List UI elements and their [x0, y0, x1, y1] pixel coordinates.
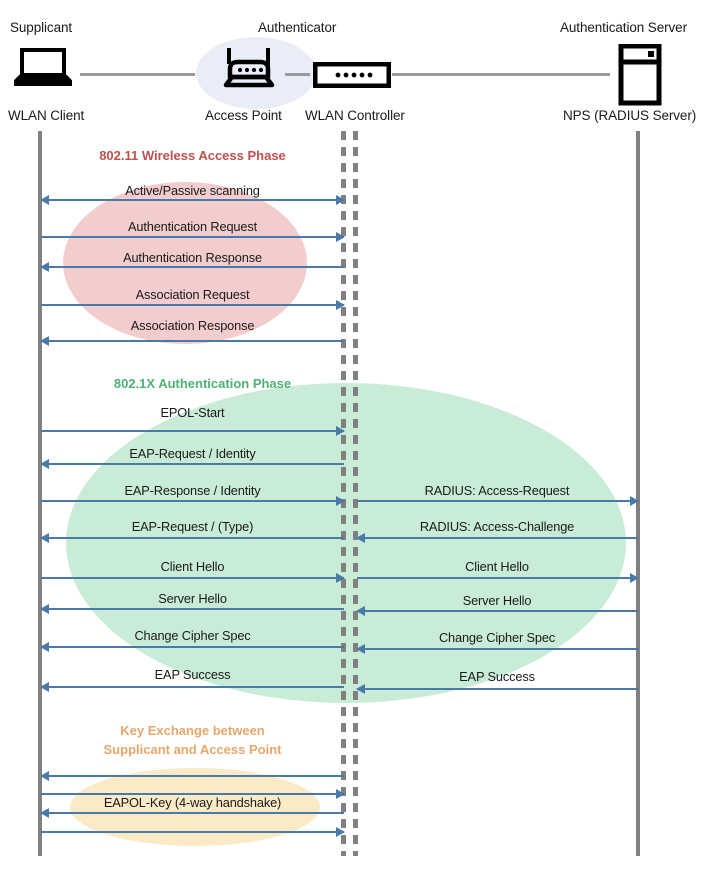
message-arrow: [356, 605, 638, 616]
message-label: Active/Passive scanning: [125, 183, 260, 198]
message-arrow: [41, 788, 345, 799]
actor-device-wlan-client: WLAN Client: [8, 108, 85, 123]
message-arrow: [40, 770, 344, 781]
phase-title-dot1x: 802.1X Authentication Phase: [113, 376, 292, 391]
message-arrow: [356, 683, 638, 694]
message-arrow: [40, 603, 344, 614]
message-label: Client Hello: [465, 559, 529, 574]
actor-device-wlan-controller: WLAN Controller: [305, 108, 405, 123]
message-arrow: [40, 335, 344, 346]
message-label: EAP Success: [154, 667, 231, 682]
message-label: Change Cipher Spec: [438, 630, 556, 645]
message-label: EAPOL-Key (4-way handshake): [103, 795, 282, 810]
message-arrow: [357, 495, 639, 506]
message-arrow: [41, 826, 345, 837]
message-arrow: [40, 807, 344, 818]
actor-role-supplicant: Supplicant: [10, 20, 73, 35]
message-arrow: [40, 681, 344, 692]
message-arrow: [357, 572, 639, 583]
message-arrow: [40, 261, 344, 272]
message-arrow: [41, 299, 345, 310]
phase-title-key-line1: Key Exchange between: [120, 723, 265, 738]
message-label: Client Hello: [160, 559, 225, 574]
message-arrow: [41, 572, 345, 583]
actor-role-authenticator: Authenticator: [258, 20, 337, 35]
message-arrow: [40, 532, 344, 543]
phase-ellipse-dot1x: [66, 383, 626, 703]
message-label: Server Hello: [158, 591, 227, 606]
wlan-controller-icon: [313, 62, 391, 88]
link-ap-to-controller: [285, 73, 310, 76]
lifeline-wlan-controller: [353, 131, 358, 856]
server-icon: [618, 44, 662, 106]
actor-role-authentication-server: Authentication Server: [560, 20, 687, 35]
message-label: Change Cipher Spec: [134, 628, 251, 643]
message-arrow: [41, 231, 345, 242]
message-arrow: [40, 458, 344, 469]
message-label: EPOL-Start: [160, 405, 225, 420]
actor-device-access-point: Access Point: [205, 108, 282, 123]
message-arrow: [40, 194, 345, 205]
phase-ellipse-key: [70, 768, 320, 846]
message-label: RADIUS: Access-Challenge: [419, 519, 575, 534]
message-label: Association Request: [135, 287, 250, 302]
message-label: Server Hello: [462, 593, 532, 608]
message-arrow: [356, 532, 638, 543]
lifeline-auth-server: [636, 131, 640, 856]
phase-title-key-line2: Supplicant and Access Point: [103, 742, 282, 757]
message-label: EAP-Request / (Type): [131, 519, 254, 534]
message-label: Authentication Response: [123, 250, 262, 265]
access-point-icon: [216, 47, 282, 91]
message-arrow: [41, 495, 345, 506]
laptop-icon: [12, 48, 74, 90]
message-label: Authentication Request: [127, 219, 258, 234]
actor-device-nps-radius-server: NPS (RADIUS Server): [563, 108, 697, 123]
message-arrow: [40, 641, 344, 652]
lifeline-supplicant: [38, 131, 42, 856]
link-controller-to-server: [392, 73, 610, 76]
message-label: EAP-Response / Identity: [124, 483, 261, 498]
phase-ellipse-wifi: [63, 182, 307, 344]
lifeline-access-point: [341, 131, 346, 856]
message-label: RADIUS: Access-Request: [424, 483, 570, 498]
message-label: EAP-Request / Identity: [129, 446, 256, 461]
phase-title-wifi: 802.11 Wireless Access Phase: [99, 148, 286, 163]
message-arrow: [356, 643, 638, 654]
link-client-to-ap: [80, 73, 195, 76]
message-label: Association Response: [130, 318, 255, 333]
message-arrow: [41, 425, 345, 436]
message-label: EAP Success: [459, 669, 535, 684]
